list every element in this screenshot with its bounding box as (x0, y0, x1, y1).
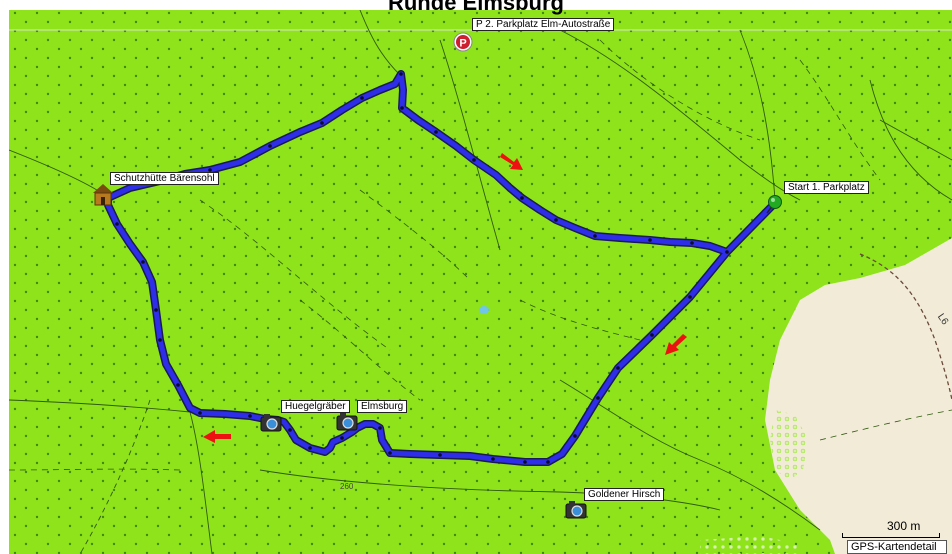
direction-arrow-icon (665, 334, 687, 355)
parking-icon[interactable]: P (453, 32, 473, 52)
huegelgraeber-label: Huegelgräber (281, 400, 350, 413)
bush-strip (700, 536, 800, 554)
start-label: Start 1. Parkplatz (784, 181, 869, 194)
camera-icon[interactable] (336, 413, 358, 431)
parking-label: P 2. Parkplatz Elm-Autostraße (472, 18, 615, 31)
hut-icon[interactable] (93, 184, 113, 206)
hut-label: Schutzhütte Bärensohl (110, 172, 219, 185)
scale-bar (842, 533, 940, 538)
camera-icon[interactable] (260, 414, 282, 432)
field-area (765, 238, 952, 554)
contour-label: 260 (340, 482, 354, 491)
svg-text:P: P (459, 38, 466, 50)
elmsburg-label: Elmsburg (357, 400, 408, 413)
forest-dashed-paths (9, 39, 952, 471)
pond (479, 306, 489, 314)
map-canvas[interactable]: P (9, 10, 952, 554)
bush-area (770, 410, 808, 480)
road (859, 253, 952, 401)
attribution-label: GPS-Kartendetail (847, 540, 947, 554)
direction-arrow-icon (203, 430, 231, 443)
start-pin-icon[interactable] (766, 195, 782, 214)
camera-icon[interactable] (565, 501, 587, 519)
forest-paths (9, 10, 952, 554)
direction-arrow-icon (500, 153, 523, 170)
goldener-hirsch-label: Goldener Hirsch (584, 488, 665, 501)
scale-label: 300 m (887, 519, 921, 533)
